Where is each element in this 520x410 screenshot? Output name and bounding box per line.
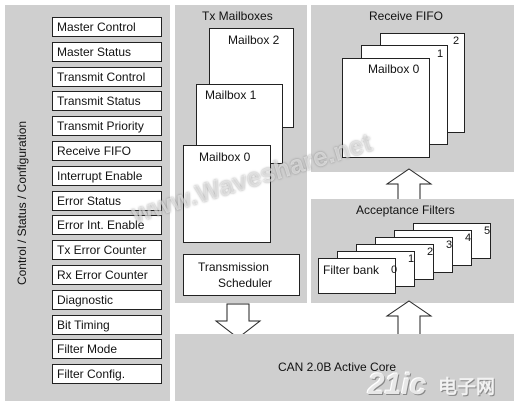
register-box: Diagnostic [52,289,162,310]
filter-bank-number: 0 [391,264,398,276]
scheduler-line-2: Scheduler [218,276,273,290]
register-box: Transmit Status [52,91,162,112]
register-box: Master Status [52,41,162,62]
receive-fifo-title: Receive FIFO [369,9,444,23]
register-box: Master Control [52,17,162,37]
filter-bank-number: 5 [484,225,491,237]
can-core-label: CAN 2.0B Active Core [278,360,397,374]
up-arrow-icon [385,300,433,336]
transmission-scheduler-box: Transmission Scheduler [183,254,300,296]
register-box: Filter Mode [52,339,162,360]
fifo-mailbox-0: Mailbox 0 [342,58,430,158]
acceptance-filters-title: Acceptance Filters [356,203,455,217]
fifo-number-2: 2 [453,35,460,47]
filter-bank-number: 2 [427,246,434,258]
tx-mailbox-0: Mailbox 0 [183,145,271,243]
tx-mailboxes-title: Tx Mailboxes [202,9,273,23]
can-core-panel [175,334,514,401]
tx-mailbox-0-label: Mailbox 0 [199,150,251,164]
tx-mailbox-1-label: Mailbox 1 [205,88,257,102]
filter-bank-number: 4 [465,232,472,244]
scheduler-line-1: Transmission [198,260,269,274]
fifo-mailbox-0-label: Mailbox 0 [368,62,420,76]
register-box: Filter Config. [52,364,162,385]
register-box: Interrupt Enable [52,165,162,186]
register-box: Transmit Control [52,66,162,87]
register-box: Rx Error Counter [52,265,162,285]
register-box: Transmit Priority [52,116,162,137]
register-box: Error Int. Enable [52,215,162,236]
watermark-logo-latin: 21ic [368,368,427,401]
tx-mailbox-2-label: Mailbox 2 [228,33,280,47]
watermark-logo-cn: 电子网 [438,377,496,398]
filter-bank-label: Filter bank [323,263,380,277]
register-box: Receive FIFO [52,141,162,161]
register-box: Bit Timing [52,314,162,335]
filter-bank-number: 3 [446,239,453,251]
register-box: Error Status [52,190,162,211]
fifo-number-1: 1 [437,48,444,60]
filter-bank-0: Filter bank 0 [318,258,398,294]
register-box: Tx Error Counter [52,240,162,261]
down-arrow-icon [214,303,262,339]
filter-bank-number: 1 [408,253,415,265]
control-status-config-label: Control / Status / Configuration [15,120,29,286]
